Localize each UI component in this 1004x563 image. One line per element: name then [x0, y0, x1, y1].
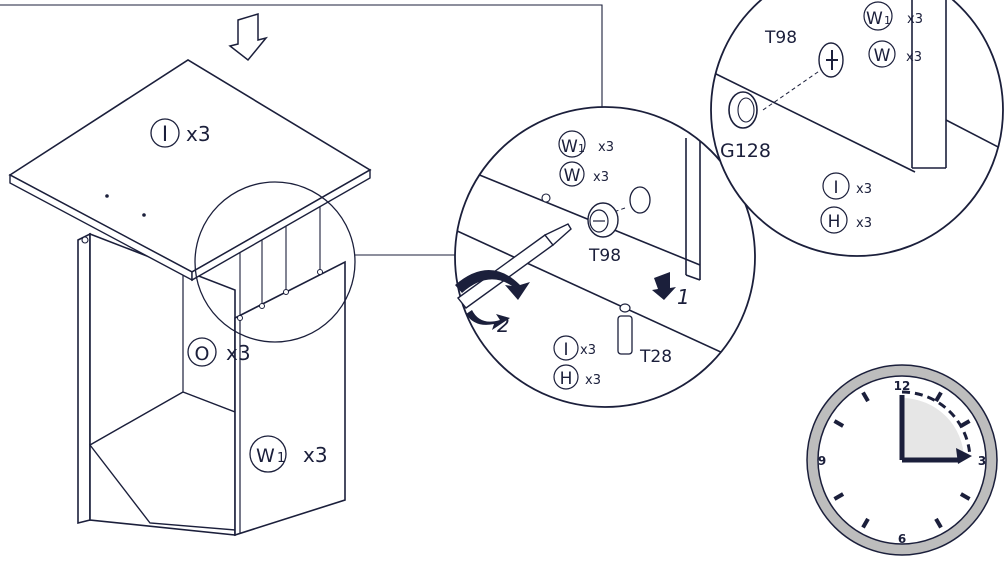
top-panel-qty: x3: [186, 122, 211, 146]
bottom-panel-letter: O: [195, 343, 210, 365]
screw-head-icon: [818, 42, 844, 78]
step-2-number: 2: [497, 313, 510, 337]
w1-badge: [558, 130, 586, 158]
detail-screw: T98 G128 W 1 x3 W x3 I x3 H x3: [710, 0, 1004, 257]
d2-w1-badge: [863, 1, 893, 31]
top-panel-hole: [142, 213, 146, 217]
top-panel-right-edge: [191, 168, 371, 282]
d1-i-letter: I: [563, 340, 568, 360]
d1-h-letter: H: [560, 369, 573, 389]
w-badge: [559, 161, 585, 187]
cam-code: T98: [588, 246, 621, 266]
d2-w1-letter: W: [866, 9, 883, 29]
d2-w-letter: W: [874, 46, 891, 66]
right-side-panel: [234, 260, 346, 537]
clock-tick: [833, 492, 845, 501]
d2-i-qty: x3: [856, 182, 872, 197]
d2-i-badge: [822, 172, 850, 200]
step-1-number: 1: [677, 285, 690, 309]
top-panel-label: I x3: [150, 118, 211, 148]
d2-i-letter: I: [833, 178, 838, 198]
clock-ticks: [833, 391, 971, 529]
d2-w-badge: [868, 40, 896, 68]
d1-w1-letter: W: [561, 137, 578, 157]
down-arrow-icon: [228, 12, 269, 62]
detail-circle-1: [454, 106, 756, 408]
side-panel-qty: x3: [303, 443, 328, 467]
clock-tick: [861, 517, 870, 529]
bottom-panel-qty: x3: [226, 341, 251, 365]
clock-label-9: 9: [818, 454, 826, 468]
d1-w-letter: W: [564, 166, 581, 186]
clock-tick: [959, 419, 971, 428]
clock-tick: [934, 517, 943, 529]
rotate-arrow-icon: [455, 270, 530, 330]
screwdriver-icon: [456, 223, 572, 309]
side-panel-letter: W: [256, 445, 275, 467]
h-badge: [553, 364, 579, 390]
dowel-pins: [237, 205, 323, 321]
top-panel-letter: I: [162, 122, 168, 146]
clock-tick: [833, 419, 845, 428]
dowel-code: T28: [639, 347, 672, 367]
d1-w1-sub: 1: [578, 142, 585, 155]
detail-cam-lock: 2 1 T28 T98 W 1 x3 W x3 I x3 H x3: [454, 106, 756, 408]
top-panel: [8, 59, 372, 273]
screw-code: T98: [764, 28, 797, 48]
bottom-panel-label: O x3: [187, 337, 251, 367]
hole-code: G128: [720, 140, 771, 162]
d1-i-qty: x3: [580, 343, 596, 358]
magnify-ring: [194, 181, 356, 343]
hole-g128: [728, 91, 758, 129]
left-panel-edge: [77, 232, 91, 525]
d2-h-badge: [820, 206, 848, 234]
i-badge: [553, 335, 579, 361]
d2-w-qty: x3: [906, 50, 922, 65]
detail-circle-2: [710, 0, 1004, 257]
d2-h-qty: x3: [856, 216, 872, 231]
d1-w1-qty: x3: [598, 140, 614, 155]
clock-label-6: 6: [898, 532, 906, 546]
cam-fitting: [541, 186, 651, 238]
arc-arrowhead: [956, 448, 972, 464]
d1-w-qty: x3: [593, 170, 609, 185]
d2-h-letter: H: [828, 212, 841, 232]
cam-hole: [81, 236, 89, 244]
cabinet-assembly: I x3 O x3 W 1 x3: [8, 59, 372, 537]
side-panel-sub: 1: [277, 451, 285, 466]
clock-tick: [959, 492, 971, 501]
dowel-t28: [617, 303, 633, 355]
d1-h-qty: x3: [585, 373, 601, 388]
d2-w1-sub: 1: [884, 14, 891, 27]
d2-w1-qty: x3: [907, 12, 923, 27]
side-panel-label: W 1 x3: [249, 435, 328, 473]
top-panel-hole: [105, 194, 109, 198]
clock-label-3: 3: [978, 454, 986, 468]
screw-guide-line: [762, 64, 829, 111]
connector-line-top: [0, 4, 603, 108]
elapsed-time-sweep: [902, 398, 964, 460]
push-down-arrow-icon: [652, 272, 676, 300]
clock-icon: 12 3 6 9: [806, 364, 998, 556]
clock-tick: [861, 391, 870, 403]
clock-label-12: 12: [894, 379, 911, 393]
clock-tick: [934, 391, 943, 403]
